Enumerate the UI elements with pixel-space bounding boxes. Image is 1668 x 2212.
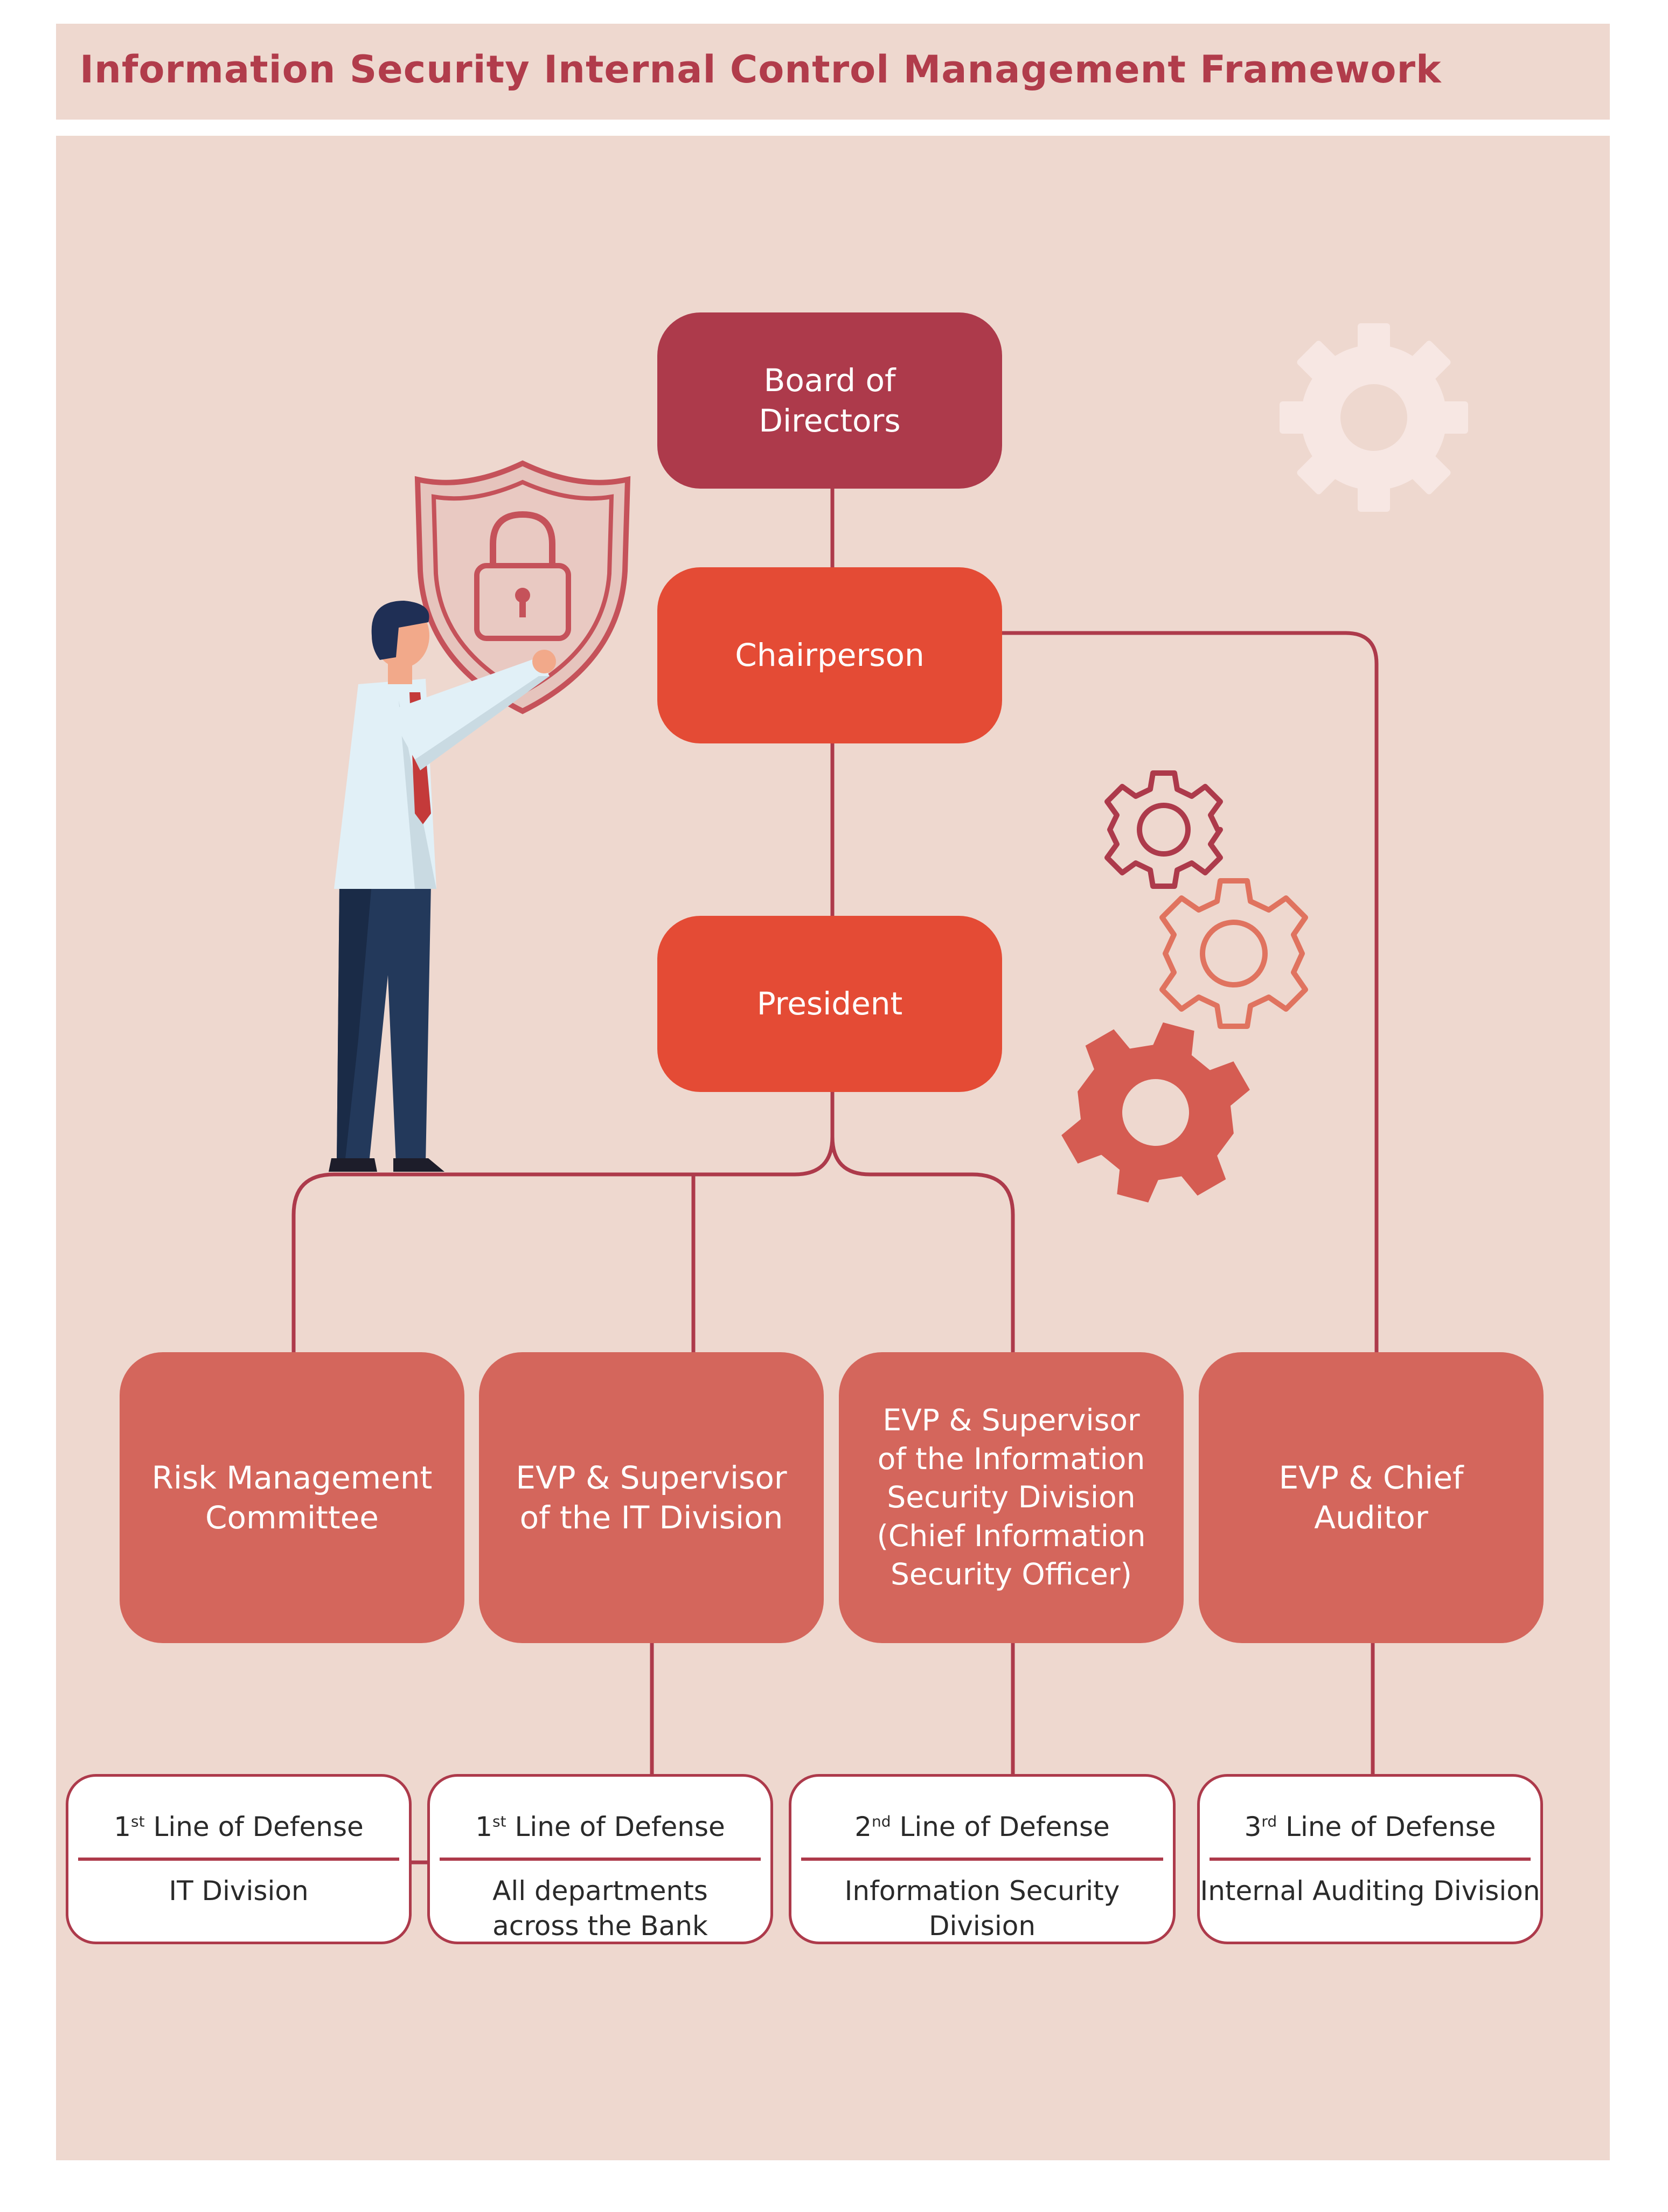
connector-chair-auditor (999, 631, 1379, 1354)
gear-icon (1159, 878, 1308, 1029)
defense-heading: 2nd Line of Defense (854, 1811, 1110, 1842)
evp-it-division-box: EVP & Supervisor of the IT Division (479, 1352, 824, 1643)
evp-information-security-box: EVP & Supervisor of the Information Secu… (839, 1352, 1184, 1643)
page-title: Information Security Internal Control Ma… (80, 47, 1442, 92)
defense-divider (440, 1858, 761, 1861)
risk-management-committee-label: Risk Management Committee (151, 1459, 433, 1536)
gear-icon (1280, 323, 1468, 512)
risk-management-committee-box: Risk Management Committee (120, 1352, 464, 1643)
gear-icon (1104, 770, 1223, 889)
defense-heading: 3rd Line of Defense (1244, 1811, 1496, 1842)
evp-information-security-label: EVP & Supervisor of the Information Secu… (877, 1403, 1146, 1592)
defense-heading: 1st Line of Defense (475, 1811, 725, 1842)
businessman-illustration (329, 601, 556, 1172)
defense-heading: 1st Line of Defense (114, 1811, 364, 1842)
title-bar: Information Security Internal Control Ma… (56, 24, 1610, 120)
defense-box-it-division: 1st Line of Defense IT Division (66, 1774, 412, 1944)
evp-it-division-label: EVP & Supervisor of the IT Division (516, 1459, 787, 1536)
shield-lock-icon (414, 460, 631, 714)
defense-box-all-departments: 1st Line of Defense All departments acro… (427, 1774, 773, 1944)
defense-body: Internal Auditing Division (1200, 1875, 1540, 1907)
defense-box-information-security: 2nd Line of Defense Information Security… (789, 1774, 1176, 1944)
chairperson-box: Chairperson (657, 567, 1002, 743)
defense-body: Information Security Division (844, 1875, 1120, 1942)
board-of-directors-box: Board of Directors (657, 312, 1002, 489)
defense-body: All departments across the Bank (492, 1875, 708, 1942)
president-label: President (756, 985, 903, 1022)
chairperson-label: Chairperson (735, 637, 925, 674)
president-box: President (657, 916, 1002, 1092)
evp-chief-auditor-box: EVP & Chief Auditor (1199, 1352, 1544, 1643)
gear-icon (1061, 1022, 1250, 1203)
evp-chief-auditor-label: EVP & Chief Auditor (1278, 1459, 1464, 1536)
connector-president-left (291, 1089, 835, 1354)
defense-divider (1210, 1858, 1531, 1861)
defense-box-internal-auditing: 3rd Line of Defense Internal Auditing Di… (1197, 1774, 1543, 1944)
board-of-directors-label: Board of Directors (759, 362, 901, 439)
defense-divider (78, 1858, 399, 1861)
connector-president-isd (830, 1135, 1015, 1354)
defense-divider (801, 1858, 1163, 1861)
defense-body: IT Division (169, 1875, 309, 1907)
